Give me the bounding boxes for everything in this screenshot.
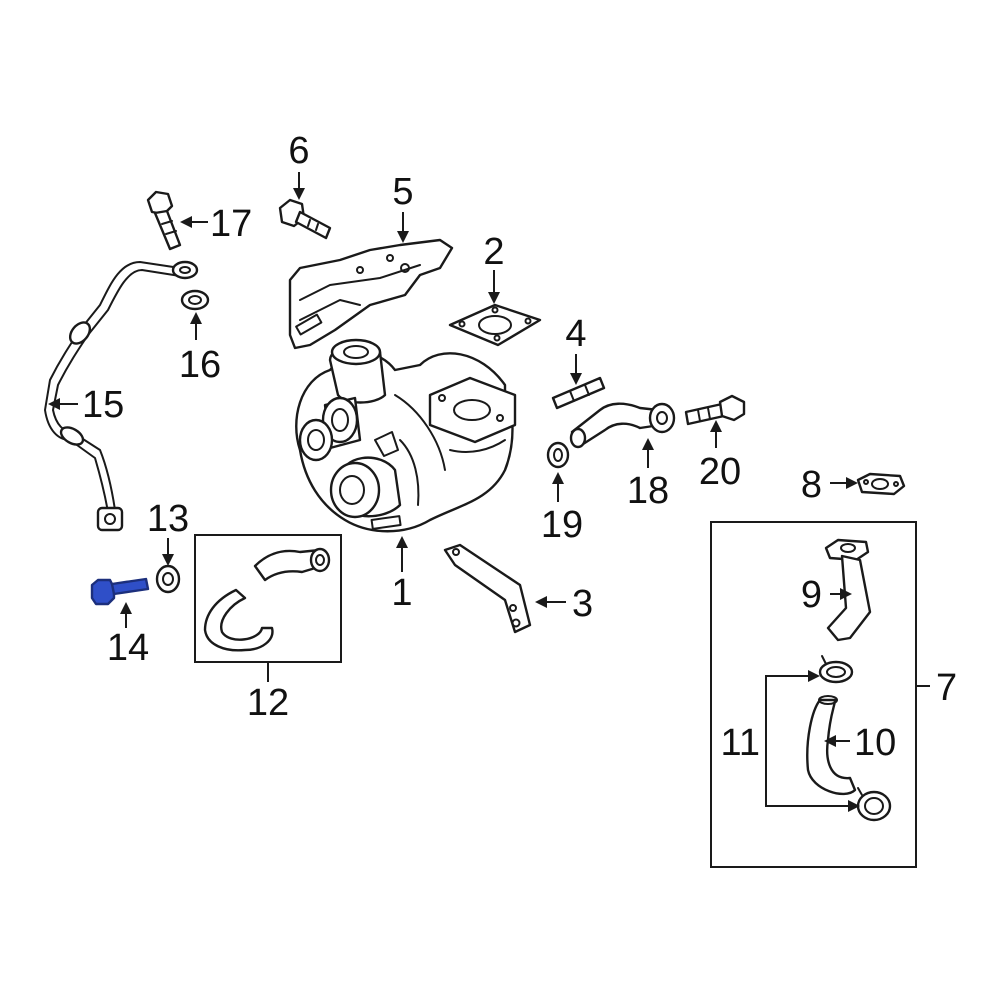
washer-part-19[interactable] xyxy=(546,441,570,469)
callout-15: 15 xyxy=(82,384,124,426)
callout-8: 8 xyxy=(801,464,822,506)
stud-part-4[interactable] xyxy=(551,376,606,410)
pipe-part-18[interactable] xyxy=(569,402,676,449)
hose-part-12[interactable] xyxy=(203,547,331,652)
callout-18: 18 xyxy=(627,470,669,512)
turbocharger-part-1[interactable] xyxy=(295,338,517,533)
callout-13: 13 xyxy=(147,498,189,540)
gasket-part-8[interactable] xyxy=(856,472,906,496)
callout-12: 12 xyxy=(247,682,289,724)
callout-labels: 1 2 3 4 5 6 7 8 9 10 11 12 13 14 15 16 1… xyxy=(82,130,957,764)
bracket-part-3[interactable] xyxy=(443,543,532,634)
heat-shield-part-5[interactable] xyxy=(288,238,454,350)
washer-part-13[interactable] xyxy=(155,564,181,594)
callout-3: 3 xyxy=(572,583,593,625)
bolt-part-14-highlighted[interactable] xyxy=(90,577,150,606)
hose-kit-box-part-7 xyxy=(710,521,917,868)
bolt-part-20[interactable] xyxy=(684,394,746,426)
clamp-part-11-lower[interactable] xyxy=(856,787,892,822)
bolt-part-6[interactable] xyxy=(278,198,332,240)
pipe-part-9[interactable] xyxy=(824,538,872,642)
callout-10: 10 xyxy=(854,722,896,764)
callout-9: 9 xyxy=(801,574,822,616)
callout-17: 17 xyxy=(210,203,252,245)
oil-line-part-15[interactable] xyxy=(44,260,199,532)
callout-11: 11 xyxy=(721,722,760,764)
callout-4: 4 xyxy=(565,313,586,355)
callout-19: 19 xyxy=(541,504,583,546)
callout-6: 6 xyxy=(288,130,309,172)
callout-2: 2 xyxy=(483,231,504,273)
callout-14: 14 xyxy=(107,627,149,669)
callout-20: 20 xyxy=(699,451,741,493)
bolt-part-17[interactable] xyxy=(146,190,182,251)
hose-part-10[interactable] xyxy=(806,695,857,796)
clamp-part-11-upper[interactable] xyxy=(818,655,854,684)
gasket-part-2[interactable] xyxy=(448,303,542,347)
washer-part-16[interactable] xyxy=(180,289,210,311)
callout-16: 16 xyxy=(179,344,221,386)
callout-5: 5 xyxy=(392,171,413,213)
leader-lines xyxy=(48,172,930,812)
callout-7: 7 xyxy=(936,667,957,709)
callout-1: 1 xyxy=(391,572,412,614)
